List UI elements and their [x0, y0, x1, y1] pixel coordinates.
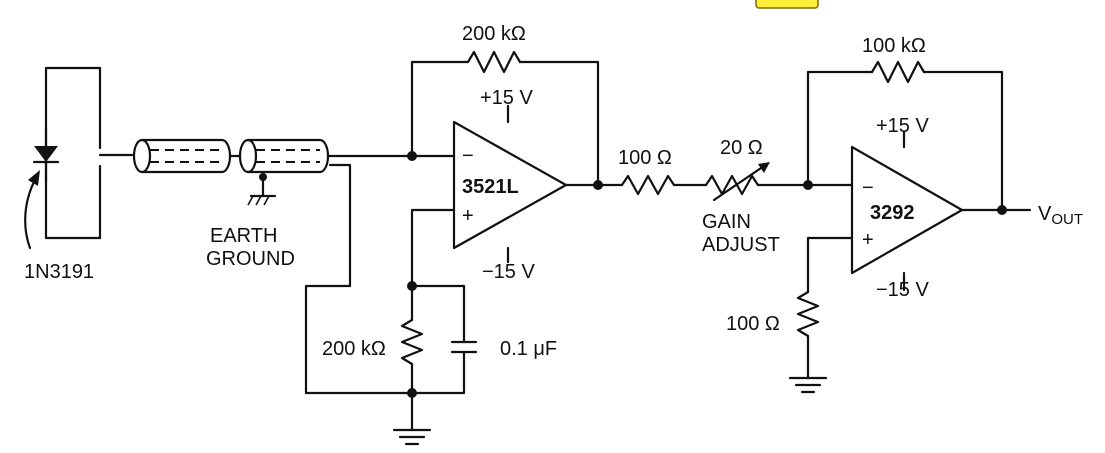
capacitor-label: 0.1 μF: [500, 338, 557, 360]
feedback-resistor-2: [803, 60, 1004, 212]
gain-network: [596, 162, 854, 202]
opamp-2-minus: −: [862, 177, 874, 199]
opamp-2: [850, 130, 1032, 292]
ground-resistor-2-label: 100 Ω: [726, 313, 780, 335]
gain-adjust-line2: ADJUST: [702, 234, 780, 256]
photodiode-detector: [24, 66, 102, 250]
opamp-2-plus: +: [862, 229, 874, 251]
highlight-marker: [755, 0, 819, 9]
opamp-1-plus: +: [462, 205, 474, 227]
bias-resistor-label: 200 kΩ: [322, 338, 386, 360]
bias-network: [392, 208, 478, 446]
opamp-1-vneg: −15 V: [482, 261, 535, 283]
gain-resistor-label: 20 Ω: [720, 137, 763, 159]
earth-ground-label-line1: EARTH: [210, 225, 277, 247]
diode-label: 1N3191: [24, 261, 94, 283]
gain-adjust-line1: GAIN: [702, 211, 751, 233]
feedback-resistor-1: [410, 50, 600, 188]
output-label: VOUT: [1038, 203, 1083, 228]
opamp-2-input-network: [788, 236, 854, 394]
shielded-cable: [98, 138, 342, 174]
opamp-2-vpos: +15 V: [876, 115, 929, 137]
opamp-1-vpos: +15 V: [480, 87, 533, 109]
series-resistor-label: 100 Ω: [618, 147, 672, 169]
opamp-1-name: 3521L: [462, 176, 519, 198]
opamp-2-vneg: −15 V: [876, 279, 929, 301]
earth-ground-label-line2: GROUND: [206, 248, 295, 270]
opamp-2-name: 3292: [870, 202, 915, 224]
opamp-1-minus: −: [462, 145, 474, 167]
feedback-resistor-2-label: 100 kΩ: [862, 35, 926, 57]
output-label-main: V: [1038, 203, 1052, 225]
earth-ground-symbol: [247, 170, 277, 206]
output-label-sub: OUT: [1051, 211, 1083, 228]
feedback-resistor-1-label: 200 kΩ: [462, 23, 526, 45]
